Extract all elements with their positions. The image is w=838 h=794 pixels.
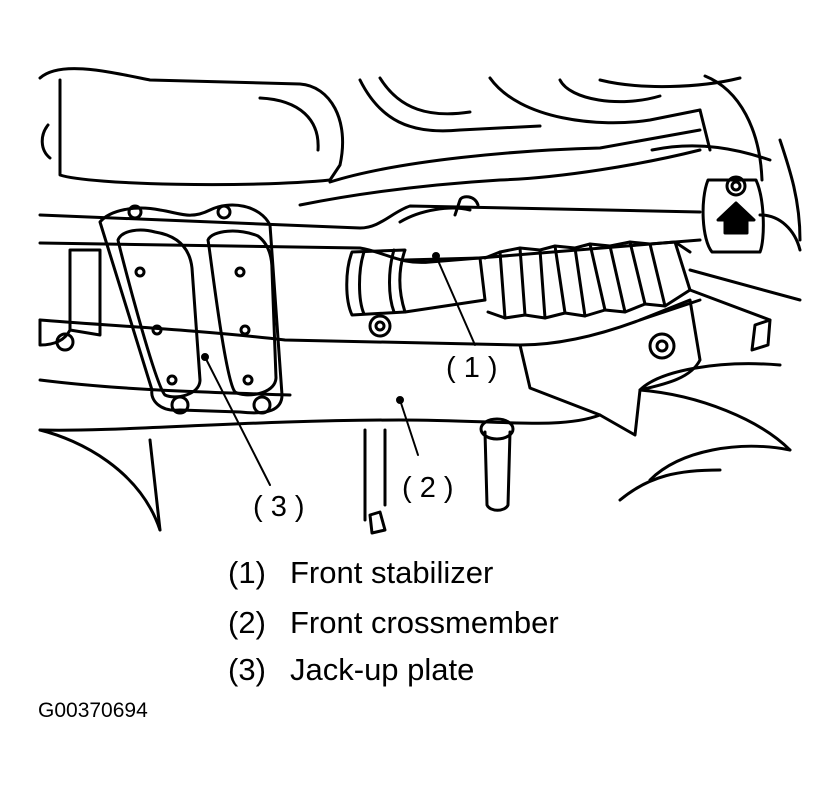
- lower-pipe: [479, 417, 515, 512]
- callout-3: ( 3 ): [253, 491, 305, 523]
- steering-boot: [483, 240, 802, 352]
- upper-body-outline: [38, 67, 802, 242]
- legend-text: Front crossmember: [290, 605, 559, 640]
- arrow-up-icon: [716, 201, 756, 235]
- front-crossmember: [38, 298, 782, 437]
- leader-lines: [201, 252, 476, 486]
- left-frame-outline: [38, 248, 162, 532]
- stabilizer-clamp: [345, 248, 487, 338]
- legend-item-jack-up-plate: (3) Jack-up plate: [228, 652, 474, 688]
- callout-1: ( 1 ): [446, 352, 498, 384]
- lower-outline: [363, 388, 792, 535]
- legend-text: Jack-up plate: [290, 652, 475, 687]
- legend-item-front-crossmember: (2) Front crossmember: [228, 605, 559, 641]
- jack-up-plate: [98, 203, 284, 415]
- stabilizer-bracket: [701, 175, 802, 254]
- legend-number: (2): [228, 605, 266, 640]
- legend-number: (1): [228, 555, 266, 590]
- callout-2: ( 2 ): [402, 472, 454, 504]
- legend-text: Front stabilizer: [290, 555, 494, 590]
- legend-number: (3): [228, 652, 266, 687]
- legend-item-front-stabilizer: (1) Front stabilizer: [228, 555, 493, 591]
- figure-id: G00370694: [38, 699, 148, 722]
- undercarriage-illustration: ( 1 ) ( 2 ) ( 3 ): [38, 67, 802, 535]
